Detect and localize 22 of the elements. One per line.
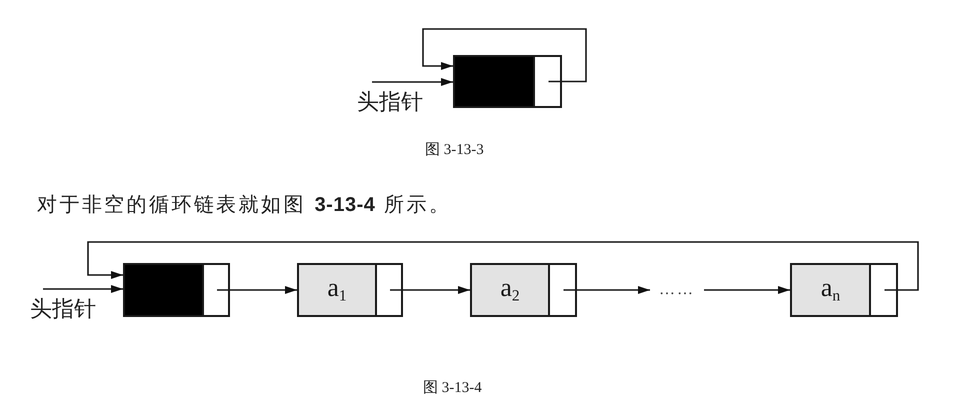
return-arrow [87, 241, 919, 291]
list-node [123, 263, 230, 317]
node-value: a$_{1}$ [327, 275, 347, 305]
list-node [297, 263, 403, 317]
arrow [390, 286, 470, 294]
node-value: a$_{2}$ [500, 275, 520, 305]
arrow [564, 286, 650, 294]
arrow [704, 286, 790, 294]
list-node [790, 263, 898, 317]
list-node [470, 263, 577, 317]
node-value: a$_{n}$ [820, 275, 840, 305]
head-pointer-arrow [43, 285, 123, 293]
body-text: 对于非空的循环链表就如图 3-13-4 所示。 [37, 192, 452, 217]
ellipsis-text: …… [650, 277, 704, 303]
head-pointer-arrow [372, 78, 453, 86]
figure-caption: 图 3-13-4 [423, 379, 482, 397]
edge-label: 头指针 [357, 91, 423, 116]
figure-caption: 图 3-13-3 [425, 141, 484, 159]
arrow [217, 286, 297, 294]
list-node [453, 55, 562, 108]
edge-label: 头指针 [30, 298, 96, 322]
return-arrow [422, 28, 587, 82]
